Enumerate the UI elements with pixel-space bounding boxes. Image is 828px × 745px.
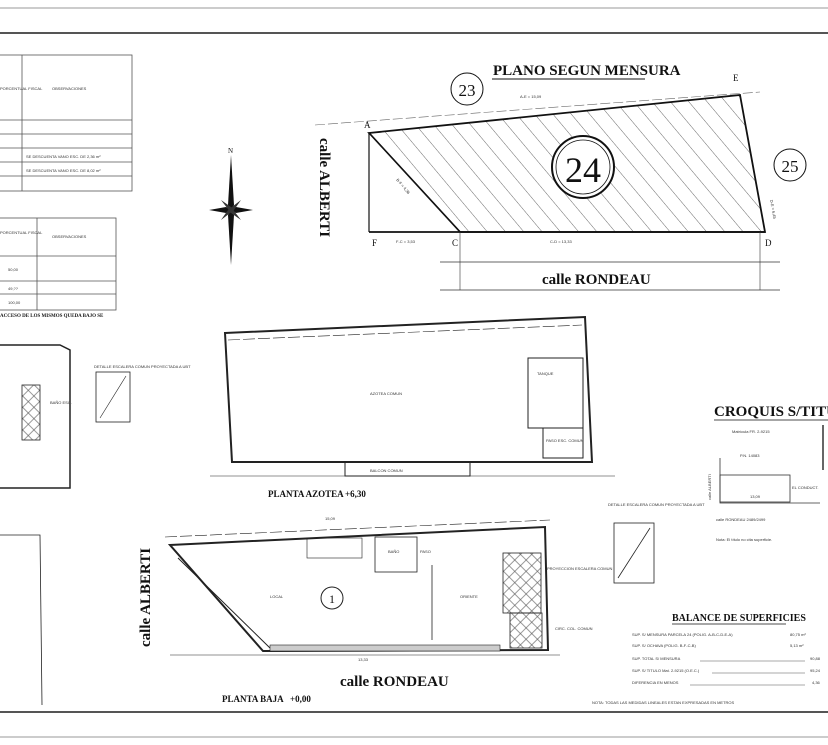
street-rondeau-bottom: calle RONDEAU bbox=[340, 674, 449, 690]
street-alberti-bottom: calle ALBERTI bbox=[138, 548, 154, 647]
balance-title: BALANCE DE SUPERFICIES bbox=[672, 613, 806, 624]
balance-row-label: SUP. S/ OCHAVA (POLIG. B-F-C-B) bbox=[632, 643, 696, 648]
balance-note: NOTA: TODAS LAS MEDIDAS LINEALES ESTAN E… bbox=[592, 700, 735, 705]
parcel-23-number: 23 bbox=[459, 81, 476, 100]
paso-esc-label: PASO ESC. COMUN bbox=[546, 438, 584, 443]
balcon-label: BALCON COMUN bbox=[370, 468, 403, 473]
table-top-header-fiscal: PORCENTUAL FISCAL bbox=[0, 86, 43, 91]
ground-floor-plan bbox=[164, 519, 560, 656]
parcel-25-number: 25 bbox=[782, 157, 799, 176]
oriente-label: ORIENTE bbox=[460, 594, 478, 599]
measure-cd: C-D = 13,33 bbox=[550, 239, 572, 244]
croquis-measure: 13,09 bbox=[750, 494, 761, 499]
ground-plan-title: PLANTA BAJA bbox=[222, 694, 284, 704]
croquis-street: calle ALBERTI bbox=[707, 474, 712, 500]
bano-esc-label: BAÑO ESC. bbox=[50, 400, 72, 405]
ground-plan-level: +0,00 bbox=[290, 694, 311, 704]
balance-row-label: DIFERENCIA EN MENOS bbox=[632, 680, 679, 685]
parcel-24-plot bbox=[314, 72, 807, 291]
paso-label: PASO bbox=[420, 549, 431, 554]
local-label: LOCAL bbox=[270, 594, 284, 599]
street-alberti-top: calle ALBERTI bbox=[316, 138, 332, 237]
measure-de: D-E = 6,45 bbox=[769, 199, 777, 220]
balance-row-value: 80,75 m² bbox=[790, 632, 806, 637]
measure-ae: A-E = 15,09 bbox=[520, 94, 542, 99]
table-bottom-value-2: 49,?? bbox=[8, 286, 19, 291]
table-top-obs-row3: SE DESCUENTA VANO ESC. DE 2,36 m² bbox=[26, 154, 101, 159]
dim-bottom: 13,33 bbox=[358, 657, 369, 662]
vertex-a: A bbox=[364, 120, 371, 130]
table-top-header-obs: OBSERVACIONES bbox=[52, 86, 87, 91]
croquis-lot-top: P.N. 14083 bbox=[740, 453, 760, 458]
vertex-d: D bbox=[765, 238, 772, 248]
balance-row-label: SUP. S/ MENSURA PARCELA 24 (POLIG. A-B-C… bbox=[632, 632, 733, 637]
stair-detail-right bbox=[613, 522, 655, 584]
croquis-lot-right: EL CONDUCT. bbox=[792, 485, 819, 490]
roof-plan-title: PLANTA AZOTEA bbox=[268, 489, 344, 499]
balance-row-label: SUP. TOTAL S/ MENSURA bbox=[632, 656, 681, 661]
parcel-24-number: 24 bbox=[565, 150, 601, 190]
croquis-note: Nota: El título no cita superficie. bbox=[716, 537, 772, 542]
measure-fc: F-C = 3,53 bbox=[396, 239, 416, 244]
stair-detail-right-label: DETALLE ESCALERA COMUN PROYECTADA A UBT bbox=[608, 502, 705, 507]
croquis-title: CROQUIS S/TITULO bbox=[714, 404, 828, 420]
table-bottom-value-1: 50,00 bbox=[8, 267, 19, 272]
table-top-obs-row4: SE DESCUENTA VANO ESC. DE 8,02 m² bbox=[26, 168, 101, 173]
table-bottom-note: ACCESO DE LOS MISMOS QUEDA BAJO SE bbox=[0, 314, 104, 319]
balance-rows: SUP. S/ MENSURA PARCELA 24 (POLIG. A-B-C… bbox=[632, 632, 821, 686]
croquis-matricula: Matrícula FR. 2-9215 bbox=[732, 429, 770, 434]
table-bottom-header-obs: OBSERVACIONES bbox=[52, 234, 87, 239]
circ-label: CIRC. COL. COMUN bbox=[555, 626, 593, 631]
table-bottom-value-3: 100,00 bbox=[8, 300, 21, 305]
vertex-f: F bbox=[372, 238, 377, 248]
balance-row-value: 95,24 bbox=[810, 668, 821, 673]
vertex-e: E bbox=[733, 73, 739, 83]
balance-row-label: SUP. S/ TITULO Mat. 2-9215 (O.E.C.) bbox=[632, 668, 700, 673]
croquis-address: calle RONDEAU 2489/2499 bbox=[716, 517, 766, 522]
tanque-label: TANQUE bbox=[537, 371, 554, 376]
north-arrow-icon bbox=[209, 155, 253, 265]
fiscal-table-bottom bbox=[0, 217, 117, 311]
street-rondeau-top: calle RONDEAU bbox=[542, 272, 651, 288]
table-bottom-header-fiscal: PORCENTUAL FISCAL bbox=[0, 230, 43, 235]
balance-row-value: 4,36 bbox=[812, 680, 821, 685]
unit-number: 1 bbox=[329, 592, 335, 606]
fiscal-table-top bbox=[0, 54, 133, 192]
croquis-sketch bbox=[719, 425, 824, 504]
plan-title: PLANO SEGUN MENSURA bbox=[493, 63, 681, 79]
roof-plan bbox=[210, 315, 615, 477]
north-label: N bbox=[228, 147, 233, 155]
balance-row-value: 90,88 bbox=[810, 656, 821, 661]
roof-plan-level: +6,30 bbox=[345, 489, 366, 499]
vertex-c: C bbox=[452, 238, 458, 248]
dim-top: 15,09 bbox=[325, 516, 336, 521]
proyeccion-label: PROYECCION ESCALERA COMUN bbox=[547, 566, 612, 571]
balance-row-value: 5,13 m² bbox=[790, 643, 804, 648]
left-partial-plan bbox=[0, 344, 131, 706]
sheet-frame bbox=[0, 7, 828, 738]
bano-label: BAÑO bbox=[388, 549, 399, 554]
azotea-comun-label: AZOTEA COMUN bbox=[370, 391, 402, 396]
stair-detail-left: DETALLE ESCALERA COMUN PROYECTADA A UBT bbox=[94, 364, 191, 369]
